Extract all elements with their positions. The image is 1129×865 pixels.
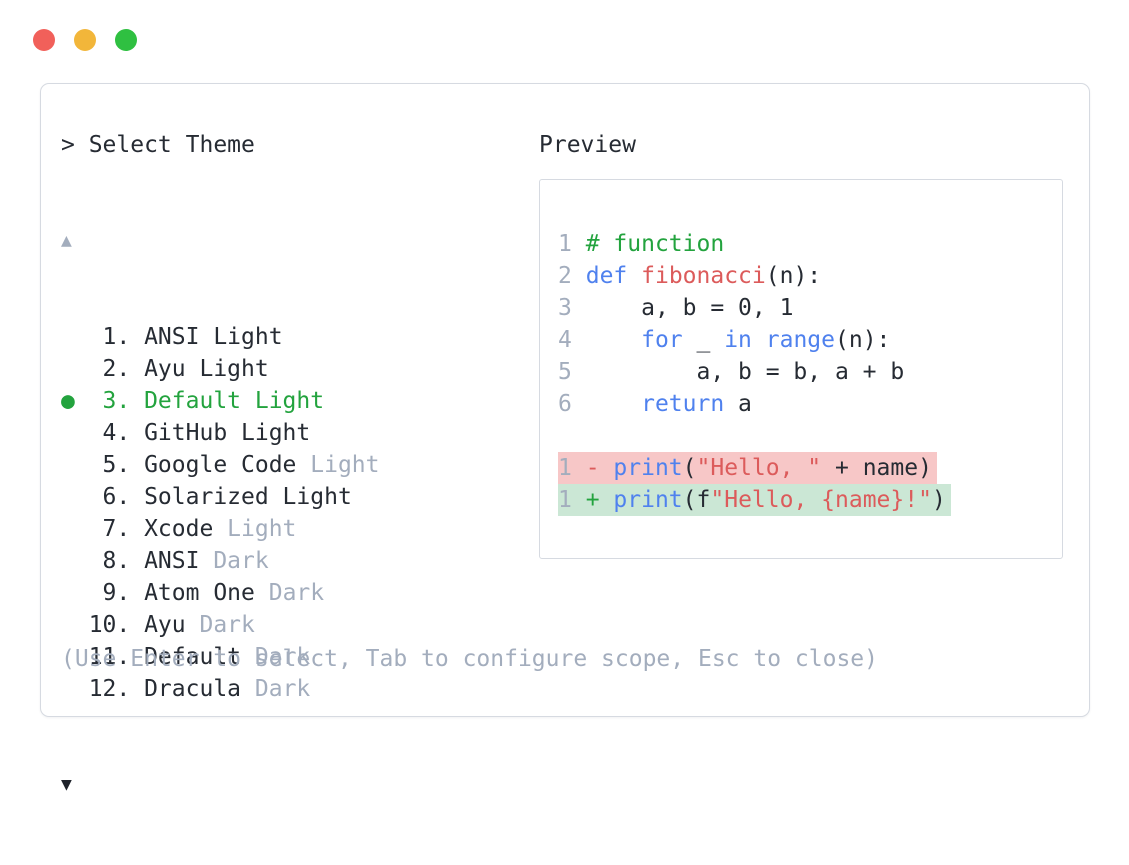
theme-item-3-selected[interactable]: ● 3. Default Light [61, 388, 325, 414]
scroll-up-icon[interactable]: ▲ [61, 230, 72, 251]
line-number: 1 [558, 231, 572, 257]
line-number: 6 [558, 391, 572, 417]
theme-item-7[interactable]: 7. Xcode Light [61, 516, 297, 542]
theme-item-variant-label: Light [227, 516, 297, 542]
code-line: 4 for _ in range(n): [558, 327, 891, 353]
diff-line-removed: 1 - print("Hello, " + name) [558, 452, 937, 484]
theme-item-8[interactable]: 8. ANSI Dark [61, 548, 269, 574]
hint-text: (Use Enter to select, Tab to configure s… [61, 646, 878, 672]
diff-line-added: 1 + print(f"Hello, {name}!") [558, 484, 951, 516]
code-line: 5 a, b = b, a + b [558, 359, 905, 385]
line-number: 1 [558, 487, 572, 513]
theme-item-9[interactable]: 9. Atom One Dark [61, 580, 325, 606]
theme-item-5[interactable]: 5. Google Code Light [61, 452, 380, 478]
theme-item-11[interactable]: 11. Default Dark [61, 644, 311, 670]
code-line: 3 a, b = 0, 1 [558, 295, 794, 321]
theme-item-4[interactable]: 4. GitHub Light [61, 420, 311, 446]
line-number: 5 [558, 359, 572, 385]
theme-item-6[interactable]: 6. Solarized Light [61, 484, 352, 510]
code-line: 2 def fibonacci(n): [558, 263, 822, 289]
theme-item-10[interactable]: 10. Ayu Dark [61, 612, 255, 638]
theme-selector-panel: > Select Theme ▲ 1. ANSI Light 2. Ayu Li… [40, 83, 1090, 795]
theme-item-variant-label: Dark [254, 676, 311, 702]
line-number: 2 [558, 263, 572, 289]
line-number: 4 [558, 327, 572, 353]
theme-items: 1. ANSI Light 2. Ayu Light ● 3. Default L… [61, 321, 380, 705]
zoom-button[interactable] [115, 29, 137, 51]
code-line: 1 # function [558, 231, 725, 257]
line-number: 1 [558, 455, 572, 481]
theme-item-variant-label: Dark [199, 612, 255, 638]
blank-line [558, 420, 577, 452]
theme-list: ▲ 1. ANSI Light 2. Ayu Light ● 3. Default… [61, 161, 380, 865]
theme-item-2[interactable]: 2. Ayu Light [61, 356, 269, 382]
theme-item-variant-label: Dark [213, 548, 269, 574]
minimize-button[interactable] [74, 29, 96, 51]
window-controls [33, 29, 137, 51]
close-button[interactable] [33, 29, 55, 51]
theme-item-12[interactable]: 12. Dracula Dark [61, 676, 311, 702]
theme-item-variant-label: Light [310, 452, 380, 478]
theme-item-variant-label: Dark [268, 580, 325, 606]
preview-title: Preview [539, 132, 636, 158]
line-number: 3 [558, 295, 572, 321]
preview-box: 1 # function 2 def fibonacci(n): 3 a, b = … [539, 179, 1063, 559]
theme-item-1[interactable]: 1. ANSI Light [61, 324, 283, 350]
theme-item-variant-label: Dark [254, 644, 311, 670]
scroll-down-icon[interactable]: ▼ [61, 774, 72, 795]
code-preview: 1 # function 2 def fibonacci(n): 3 a, b = … [540, 180, 1062, 516]
prompt-title: > Select Theme [61, 132, 255, 158]
code-line: 6 return a [558, 391, 752, 417]
